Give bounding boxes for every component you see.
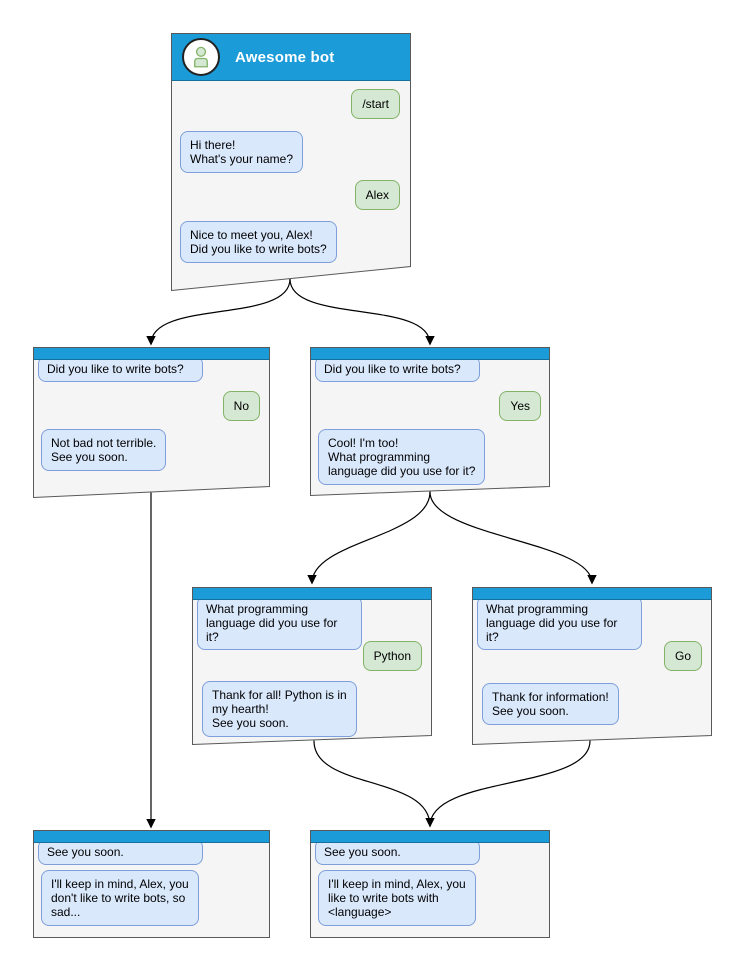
chat-window-go-branch: What programming language did you use fo… — [472, 587, 712, 745]
context-message-bubble: What programming language did you use fo… — [197, 596, 362, 651]
chat-window-yes-branch: Did you like to write bots? Yes Cool! I'… — [310, 347, 550, 498]
window-titlebar — [473, 588, 711, 600]
user-message-bubble: Python — [362, 641, 422, 672]
window-titlebar — [311, 831, 549, 843]
window-titlebar — [193, 588, 431, 600]
bot-avatar — [182, 38, 220, 76]
person-icon — [194, 46, 208, 68]
user-message-bubble: No — [222, 391, 260, 422]
flow-arrow-python-to-end — [313, 740, 435, 828]
bot-message-bubble: Thank for information! See you soon. — [482, 683, 619, 726]
chat-window-yes-end: See you soon. I'll keep in mind, Alex, y… — [310, 830, 550, 938]
flow-arrow-yes-to-python — [307, 491, 431, 585]
flow-arrow-yes-to-go — [429, 491, 597, 585]
user-message-bubble: Go — [663, 641, 702, 672]
bot-message-bubble: Cool! I'm too! What programming language… — [318, 429, 486, 486]
context-message-bubble: Did you like to write bots? — [315, 356, 480, 383]
bot-message-bubble: I'll keep in mind, Alex, you like to wri… — [318, 870, 476, 927]
chat-window-python-branch: What programming language did you use fo… — [192, 587, 432, 745]
chat-window-no-branch: Did you like to write bots? No Not bad n… — [33, 347, 270, 498]
window-title: Awesome bot — [235, 48, 335, 66]
bot-message-bubble: I'll keep in mind, Alex, you don't like … — [41, 870, 199, 927]
window-titlebar — [311, 348, 549, 360]
flow-arrow-go-to-end — [429, 740, 591, 827]
bot-message-bubble: Thank for all! Python is in my hearth! S… — [202, 681, 357, 738]
context-message-bubble: What programming language did you use fo… — [477, 596, 642, 651]
window-titlebar — [34, 831, 269, 843]
chat-window-no-end: See you soon. I'll keep in mind, Alex, y… — [33, 830, 270, 938]
user-message-bubble: Alex — [354, 180, 400, 211]
chat-window-start: Awesome bot /start Hi there! What's your… — [171, 33, 411, 291]
user-message-bubble: Yes — [499, 391, 541, 422]
bot-message-bubble: Not bad not terrible. See you soon. — [41, 429, 167, 472]
bot-message-bubble: Nice to meet you, Alex! Did you like to … — [180, 221, 337, 264]
bot-message-bubble: Hi there! What's your name? — [180, 131, 304, 174]
context-message-bubble: Did you like to write bots? — [38, 356, 203, 383]
window-titlebar — [34, 348, 269, 360]
window-titlebar: Awesome bot — [172, 34, 410, 81]
user-message-bubble: /start — [351, 89, 400, 120]
